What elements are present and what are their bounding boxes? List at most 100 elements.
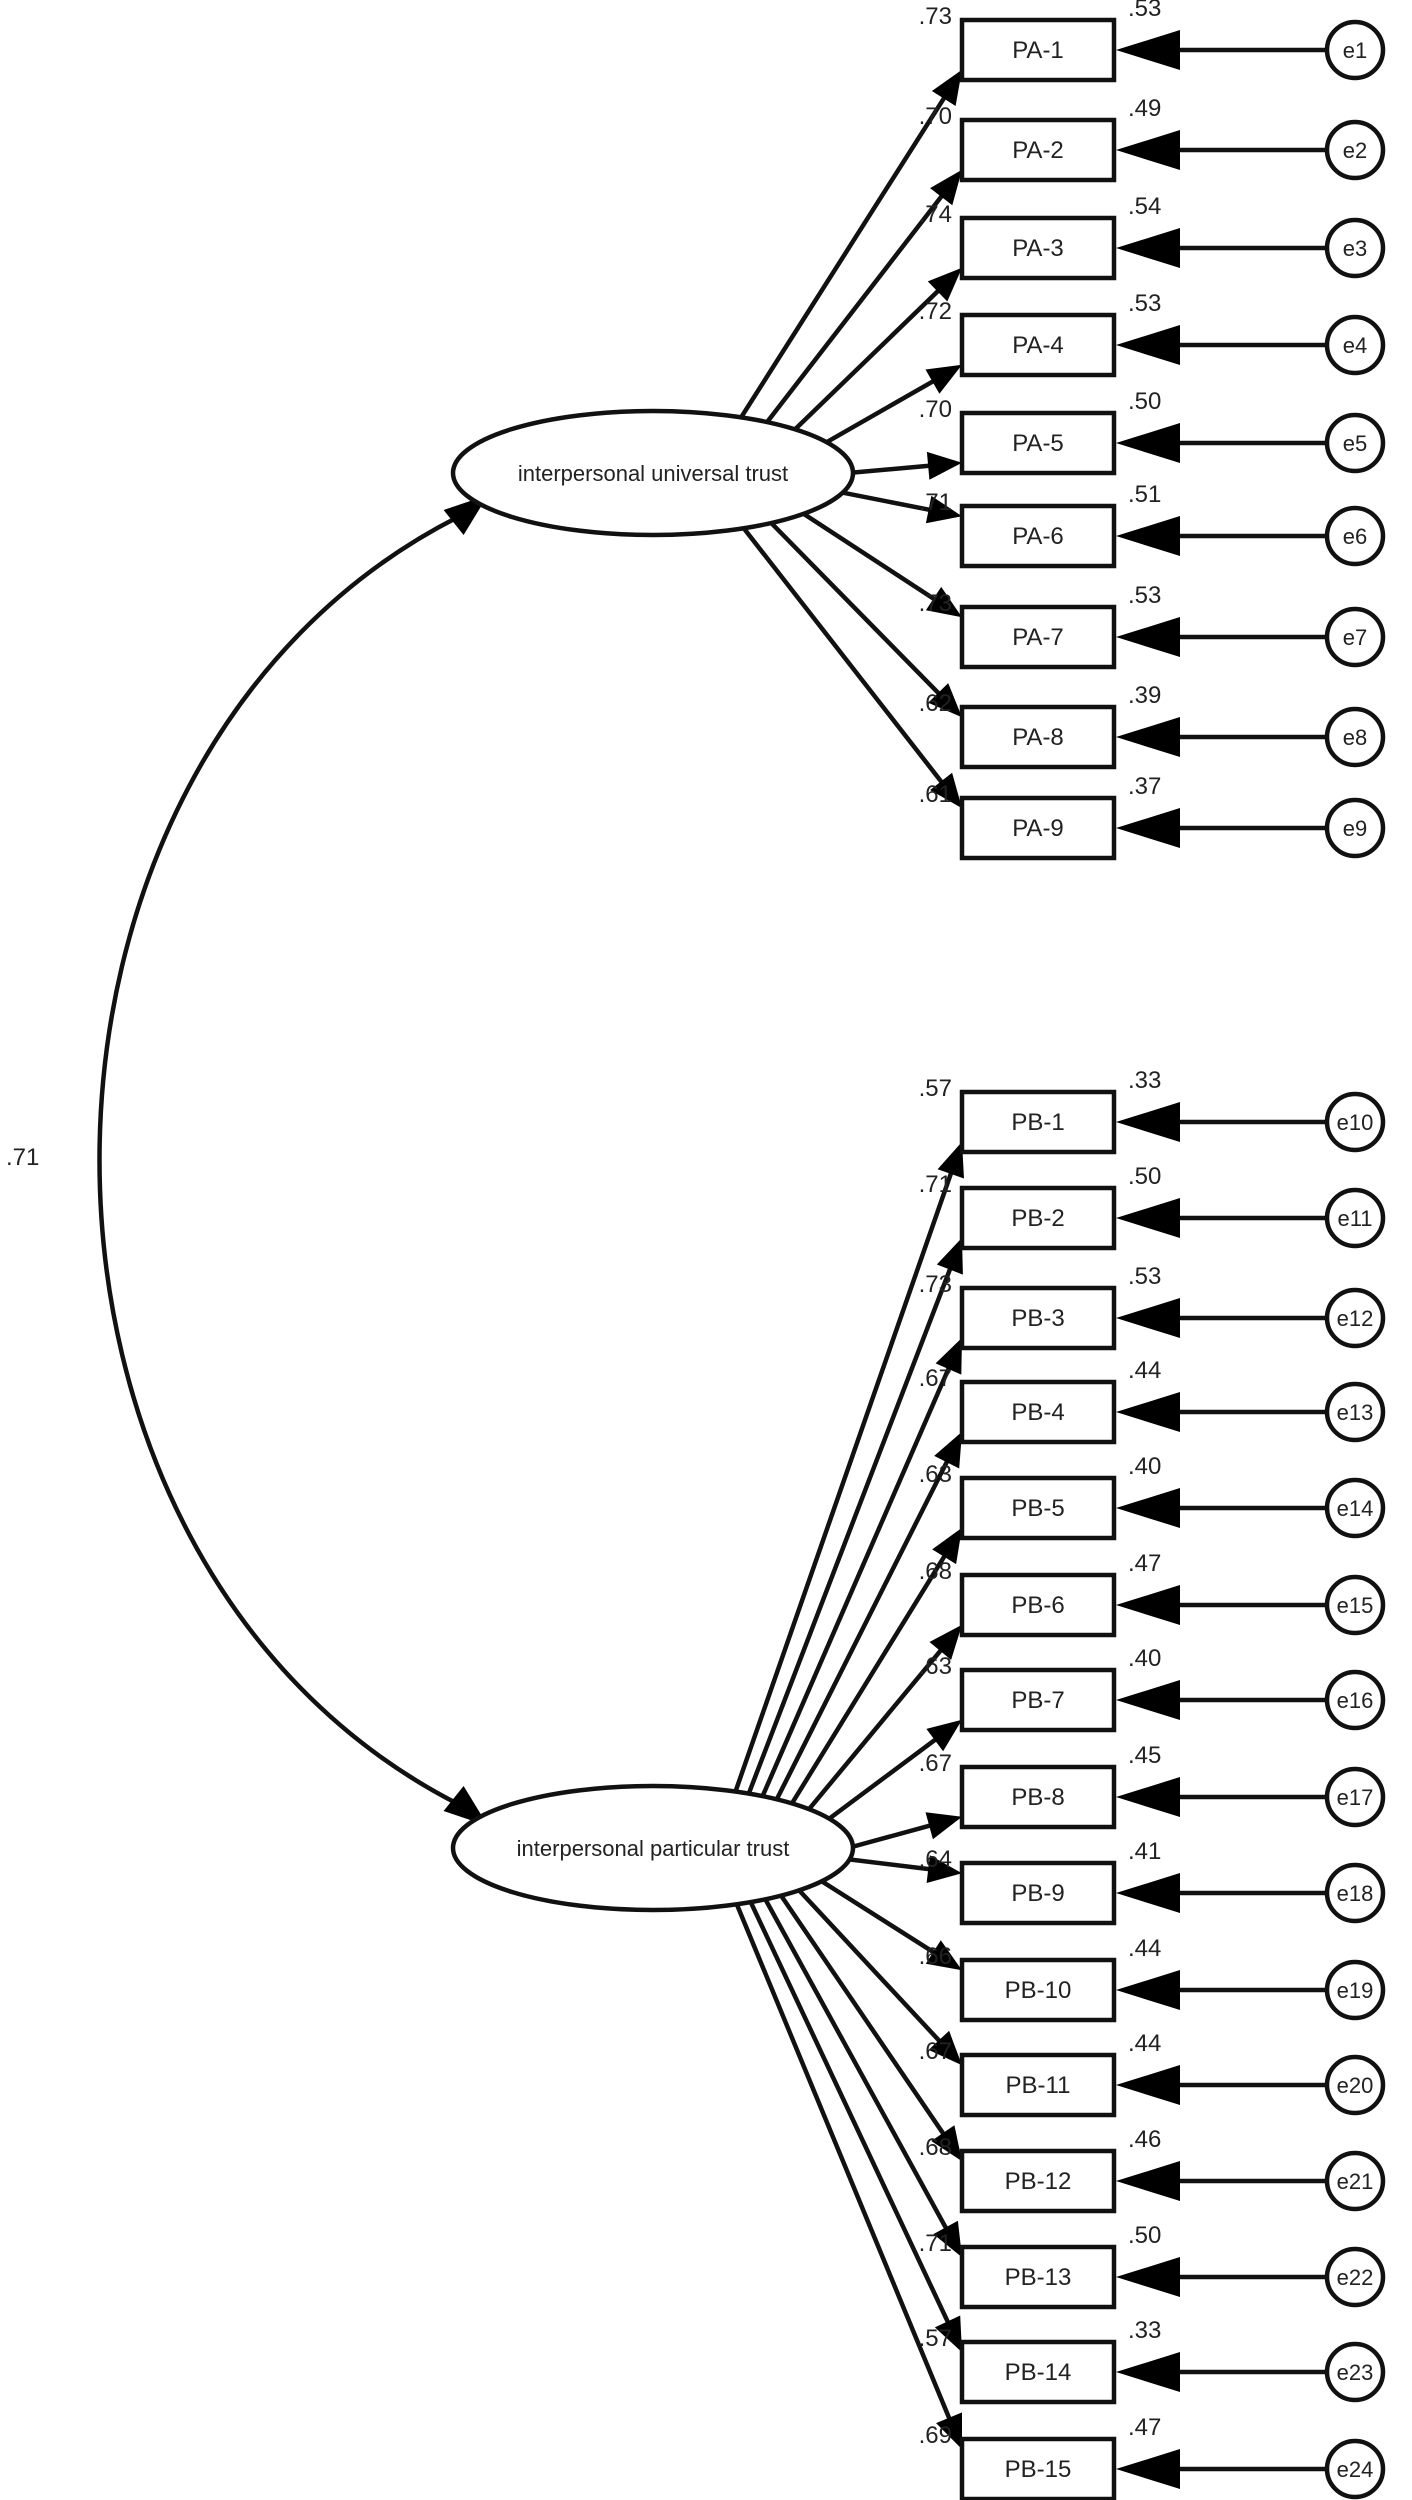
pb-loading-label: .57 (919, 2325, 952, 2352)
pb-loading-label: .67 (919, 2038, 952, 2065)
pa-r2-label: .50 (1128, 388, 1161, 415)
latent-universal-label: interpersonal universal trust (518, 461, 788, 486)
pb-indicator-box (959, 1860, 1117, 1926)
pb-error-arrowhead (1116, 1198, 1180, 1238)
pb-loading-arrowhead (936, 1237, 963, 1275)
pb-loading-arrowhead (926, 1855, 962, 1883)
pb-error-arrowhead (1116, 1102, 1180, 1142)
latent-universal-trust (450, 408, 856, 538)
pb-indicator-label: PB-2 (1011, 1205, 1064, 1232)
pb-indicator-box (959, 1667, 1117, 1733)
latent-particular-label: interpersonal particular trust (517, 1836, 790, 1861)
pa-loading-arrowhead (925, 364, 962, 394)
path-layer (97, 30, 1327, 2489)
pa-indicator-box (959, 17, 1117, 83)
pb-indicator-box (959, 2148, 1117, 2214)
pb-loading-arrowhead (929, 1624, 962, 1660)
pa-error-circle (1324, 19, 1386, 81)
pa-error-label: e8 (1343, 725, 1367, 750)
pa-error-arrowhead (1116, 423, 1180, 463)
pb-indicator-label: PB-9 (1011, 1880, 1064, 1907)
pb-error-arrowhead (1116, 1298, 1180, 1338)
pb-error-circle (1324, 1959, 1386, 2021)
pb-loading-label: .71 (919, 2230, 952, 2257)
pb-loading-arrowhead (925, 1940, 962, 1971)
pb-error-arrowhead (1116, 2161, 1180, 2201)
pb-error-arrowhead (1116, 2065, 1180, 2105)
pa-error-label: e9 (1343, 816, 1367, 841)
pb-r2-label: .40 (1128, 1453, 1161, 1480)
pb-indicator-label: PB-14 (1005, 2359, 1072, 2386)
covariance-curve (97, 514, 460, 1807)
pb-error-label: e11 (1337, 1206, 1372, 1231)
pa-error-circle (1324, 217, 1386, 279)
pa-r2-label: .54 (1128, 193, 1161, 220)
pb-error-arrowhead (1116, 1488, 1180, 1528)
pb-loading-arrowhead (925, 1812, 962, 1840)
pa-indicator-box (959, 312, 1117, 378)
pb-indicator-label: PB-1 (1011, 1109, 1064, 1136)
pa-indicator-label: PA-8 (1012, 724, 1064, 751)
pb-error-label: e19 (1337, 1978, 1374, 2003)
pb-loading-path (748, 1871, 952, 2236)
pb-loading-arrowhead (933, 2220, 962, 2258)
pb-loading-label: .69 (919, 2422, 952, 2449)
covariance-arrowhead-bottom (443, 1786, 488, 1826)
pb-error-arrowhead (1116, 2257, 1180, 2297)
pb-error-circle (1324, 2246, 1386, 2308)
pb-loading-path (737, 1877, 954, 2330)
pa-error-arrowhead (1116, 30, 1180, 70)
pa-loading-path (726, 506, 948, 790)
pb-error-circle (1324, 1766, 1386, 1828)
pb-error-label: e20 (1337, 2073, 1374, 2098)
pb-indicator-box (959, 2052, 1117, 2118)
pa-loading-arrowhead (927, 267, 962, 302)
pb-loading-path (772, 1861, 946, 2048)
pa-r2-label: .37 (1128, 773, 1161, 800)
pb-error-label: e24 (1337, 2457, 1374, 2482)
pb-r2-label: .50 (1128, 1163, 1161, 1190)
pa-error-arrowhead (1116, 516, 1180, 556)
pa-error-label: e2 (1343, 138, 1367, 163)
pb-loading-path (771, 1548, 951, 1835)
pa-indicator-box (959, 795, 1117, 861)
pa-loading-label: .70 (919, 103, 952, 130)
pa-loading-arrowhead (928, 683, 962, 718)
pb-indicator-label: PB-6 (1011, 1592, 1064, 1619)
pa-error-arrowhead (1116, 717, 1180, 757)
pb-loading-arrowhead (932, 1527, 962, 1565)
pb-indicator-box (959, 1957, 1117, 2023)
pa-loading-path (746, 189, 948, 449)
pb-r2-label: .46 (1128, 2126, 1161, 2153)
pa-error-circle (1324, 119, 1386, 181)
pb-loading-path (760, 1866, 950, 2141)
pb-indicator-box (959, 1572, 1117, 1638)
pb-r2-label: .41 (1128, 1838, 1161, 1865)
pa-r2-label: .53 (1128, 290, 1161, 317)
pb-indicator-label: PB-3 (1011, 1305, 1064, 1332)
pb-loading-label: .57 (919, 1075, 952, 1102)
pa-error-circle (1324, 706, 1386, 768)
pa-error-circle (1324, 505, 1386, 567)
pb-error-label: e16 (1337, 1688, 1374, 1713)
pb-r2-label: .44 (1128, 1357, 1161, 1384)
pb-indicator-box (959, 2244, 1117, 2310)
pb-error-arrowhead (1116, 1970, 1180, 2010)
pb-loading-label: .67 (919, 1365, 952, 1392)
pb-error-arrowhead (1116, 1392, 1180, 1432)
pa-loading-label: .70 (919, 396, 952, 423)
pb-indicator-box (959, 1089, 1117, 1155)
pa-error-label: e4 (1343, 333, 1367, 358)
pb-error-circle (1324, 1381, 1386, 1443)
pa-indicator-label: PA-9 (1012, 815, 1064, 842)
pb-indicator-label: PB-12 (1005, 2168, 1072, 2195)
pa-loading-path (746, 497, 946, 701)
pb-loading-arrowhead (934, 2315, 962, 2353)
pb-error-label: e15 (1337, 1593, 1374, 1618)
pa-loading-label: .73 (919, 590, 952, 617)
pa-error-circle (1324, 606, 1386, 668)
pa-indicator-box (959, 410, 1117, 476)
pb-indicator-box (959, 2436, 1117, 2500)
pb-error-label: e12 (1337, 1306, 1374, 1331)
